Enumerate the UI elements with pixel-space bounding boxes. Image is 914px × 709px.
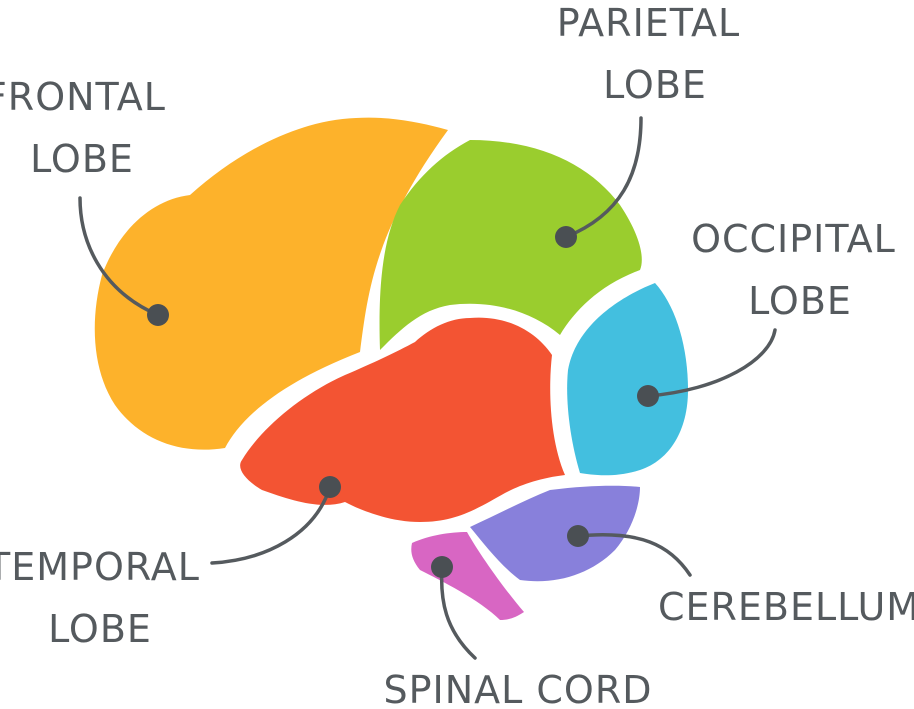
frontal-lobe-label: FRONTAL LOBE: [0, 75, 179, 181]
cerebellum-leader-line: [576, 532, 692, 577]
temporal-lobe-label: TEMPORAL LOBE: [0, 545, 213, 651]
parietal-marker-dot: [555, 226, 577, 248]
frontal-marker-dot: [147, 304, 169, 326]
spinal-cord-region: [411, 532, 524, 620]
occipital-lobe-region: [567, 283, 688, 476]
parietal-lobe-label: PARIETAL LOBE: [557, 1, 754, 107]
temporal-marker-dot: [319, 476, 341, 498]
occipital-leader-line: [646, 328, 777, 398]
parietal-lobe-label-line-2: LOBE: [603, 63, 707, 107]
temporal-leader-line: [210, 485, 332, 565]
cerebellum-label-line-1: CEREBELLUM: [658, 585, 914, 629]
cerebellum-label: CEREBELLUM: [658, 585, 914, 629]
parietal-leader-line: [564, 116, 643, 239]
frontal-lobe-label-line-2: LOBE: [30, 137, 134, 181]
occipital-marker-dot: [637, 385, 659, 407]
occipital-lobe-label-line-2: LOBE: [748, 279, 852, 323]
cerebellum-marker-dot: [567, 525, 589, 547]
frontal-leader-line: [78, 196, 160, 317]
spinal-cord-label: SPINAL CORD: [383, 668, 652, 709]
temporal-lobe-region: [240, 317, 566, 522]
occipital-lobe-label-line-1: OCCIPITAL: [691, 217, 896, 261]
parietal-lobe-region: [379, 140, 642, 350]
occipital-lobe-label: OCCIPITAL LOBE: [691, 217, 909, 323]
spinal-cord-label-line-1: SPINAL CORD: [383, 668, 652, 709]
cerebellum-region: [470, 485, 640, 582]
frontal-lobe-region: [94, 117, 448, 450]
temporal-lobe-label-line-1: TEMPORAL: [0, 545, 200, 589]
frontal-lobe-label-line-1: FRONTAL: [0, 75, 166, 119]
parietal-lobe-label-line-1: PARIETAL: [557, 1, 741, 45]
spinal-cord-marker-dot: [431, 556, 453, 578]
temporal-lobe-label-line-2: LOBE: [48, 607, 152, 651]
